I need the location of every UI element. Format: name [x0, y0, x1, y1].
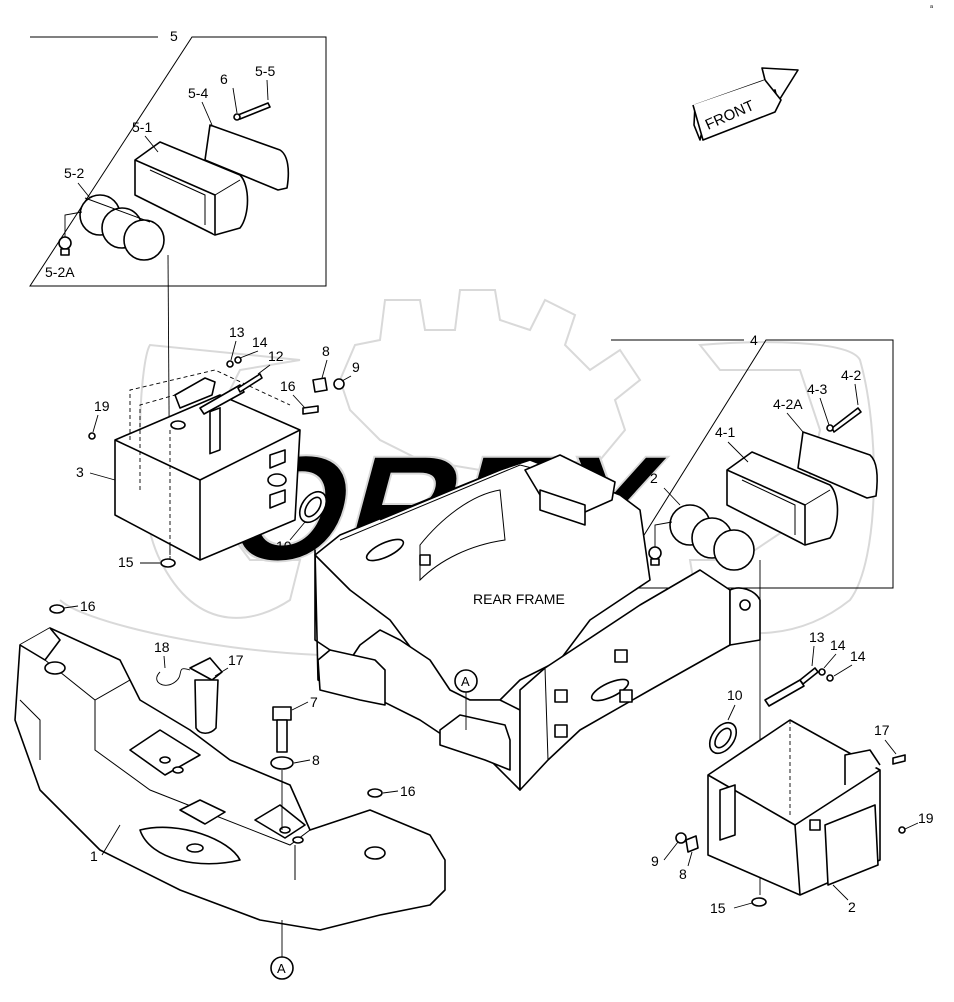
washer-5-5	[233, 113, 241, 121]
callout-19-right: 19	[918, 810, 934, 826]
front-arrow: FRONT	[692, 67, 799, 141]
callout-14-left: 15	[118, 554, 134, 570]
callout-16-right: 16	[400, 783, 416, 799]
callout-9-left: 9	[352, 359, 360, 375]
group-box-4: 4	[610, 332, 894, 589]
callout-12-left: 13	[229, 324, 245, 340]
callout-3: 3	[76, 464, 84, 480]
nut-13-left	[234, 356, 242, 364]
screw-5-4	[237, 102, 271, 120]
washer-12-left	[226, 360, 234, 368]
counterweight-1	[14, 627, 446, 931]
callout-8-right: 8	[679, 866, 687, 882]
callout-4-3: 4-2A	[773, 396, 803, 412]
washer-4-5	[826, 424, 834, 432]
bolt-8-left	[312, 377, 328, 393]
lamp-plate-5-3	[204, 124, 290, 191]
washer-13-right	[818, 668, 826, 676]
grommet-10-left	[298, 490, 328, 524]
callout-5-5: 6	[220, 71, 228, 87]
screw-4-4	[831, 407, 862, 433]
gas-spring-11-left	[199, 373, 263, 415]
callout-4-2: 2	[650, 470, 658, 486]
pin-17	[189, 657, 223, 735]
rear-frame: REAR FRAME	[314, 454, 761, 791]
screw-19-left	[88, 432, 96, 440]
cap-14-left	[160, 558, 176, 568]
battery-box-3	[114, 369, 301, 561]
plug-16-right	[367, 788, 383, 798]
callout-15-left: 16	[280, 378, 296, 394]
gas-spring-11-right	[764, 667, 819, 707]
lamp-housing-5-1	[134, 141, 249, 236]
bolt-8-right	[685, 835, 699, 853]
reference-marker-a-counterweight: A	[270, 920, 294, 980]
callout-1: 1	[90, 848, 98, 864]
pin-15-right	[892, 754, 906, 765]
callout-4-4: 4-2	[841, 367, 861, 383]
lamp-5-2	[79, 194, 165, 261]
callout-5-1: 5-1	[132, 119, 152, 135]
callout-5-4: 5-5	[255, 63, 275, 79]
group-box-5-label: 5	[170, 28, 178, 44]
group-box-4-label: 4	[750, 332, 758, 348]
callout-13-left: 14	[252, 334, 268, 350]
callout-19-left: 19	[94, 398, 110, 414]
lamp-plate-4-3	[797, 431, 878, 499]
lamp-housing-4-1	[726, 451, 839, 546]
leader-5-2A	[64, 211, 83, 237]
lamp-4-2	[669, 504, 755, 571]
reference-marker-a-frame: A	[454, 669, 478, 730]
callout-4-1: 4-1	[715, 424, 735, 440]
callout-5-2: 5-2	[64, 165, 84, 181]
washer-9-left	[333, 378, 345, 390]
callout-15-right: 17	[874, 722, 890, 738]
bolt-6	[272, 706, 292, 753]
watermark-gear	[59, 289, 875, 661]
callout-4-5: 4-3	[807, 381, 827, 397]
callout-5-3: 5-4	[188, 85, 208, 101]
callout-13-right: 14	[830, 637, 846, 653]
plug-16-left	[49, 604, 65, 614]
nut-12-right	[826, 674, 834, 682]
callout-7: 8	[312, 752, 320, 768]
callout-14-right: 15	[710, 900, 726, 916]
callout-11-right: 13	[809, 629, 825, 645]
callout-6: 7	[310, 694, 318, 710]
bulb-4-2A	[648, 546, 662, 566]
callout-12-right: 14	[850, 648, 866, 664]
frame-label: REAR FRAME	[473, 591, 565, 607]
washer-7	[270, 756, 294, 770]
callout-11-left: 12	[268, 348, 284, 364]
callout-17: 17	[228, 652, 244, 668]
callout-10-right: 10	[727, 687, 743, 703]
callout-10-left: 10	[276, 538, 292, 554]
screw-19-right	[898, 826, 906, 834]
svg-text:A: A	[461, 674, 470, 689]
callout-5-2A: 5-2A	[45, 264, 75, 280]
bulb-5-2A	[58, 236, 72, 256]
cap-14-right	[751, 897, 767, 907]
svg-text:A: A	[277, 961, 286, 976]
battery-box-2	[707, 719, 881, 896]
callout-9-right: 9	[651, 853, 659, 869]
corner-mark: ᵃ	[930, 3, 934, 12]
callout-8-left: 8	[322, 343, 330, 359]
callout-18: 18	[154, 639, 170, 655]
pin-15-left	[302, 405, 319, 415]
washer-9-right	[675, 832, 687, 844]
grommet-10-right	[708, 721, 738, 755]
callout-16-left: 16	[80, 598, 96, 614]
callout-2: 2	[848, 899, 856, 915]
clip-18	[156, 668, 191, 686]
